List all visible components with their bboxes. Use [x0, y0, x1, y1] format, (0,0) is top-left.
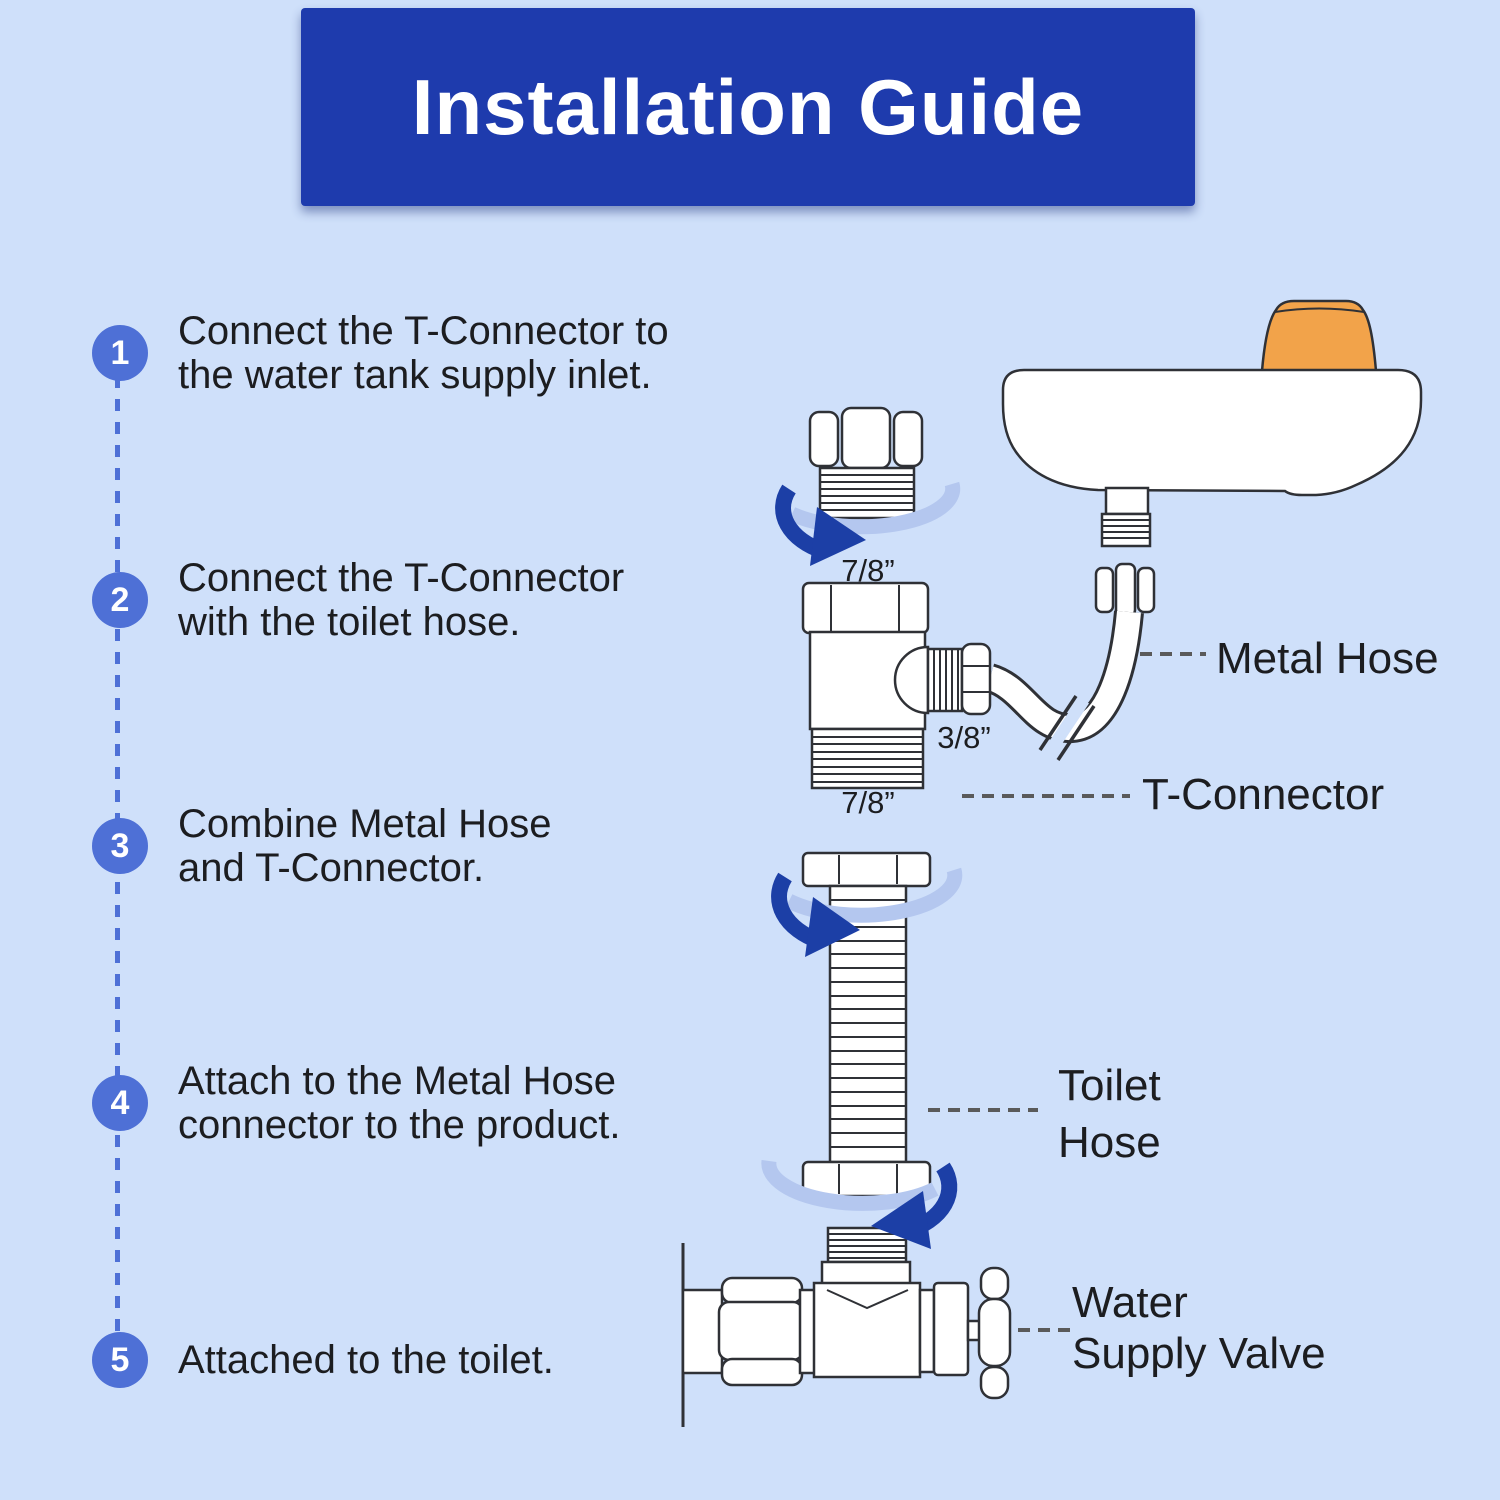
- rotate-arrow-icon: [771, 867, 963, 957]
- tank-inlet: [1104, 486, 1150, 516]
- step-3-badge: 3: [92, 818, 148, 874]
- water-tank-illustration: [1001, 299, 1423, 618]
- t-connector-side-nut: [960, 642, 992, 716]
- t-connector-side-dome: [893, 645, 930, 715]
- step-1-number: 1: [110, 333, 130, 372]
- water-valve-label-line1: Water: [1072, 1278, 1188, 1327]
- installation-diagram: 7/8” 3/8” 7/8” Metal Hose T-Connector To…: [681, 299, 1439, 1427]
- toilet-hose-label-line2: Hose: [1058, 1118, 1161, 1167]
- rotate-arrow-icon: [775, 481, 961, 566]
- water-supply-valve-illustration: [681, 1226, 1012, 1427]
- tank-inlet-threads: [1100, 512, 1152, 548]
- tank-knob: [1260, 299, 1378, 373]
- step-5-text: Attached to the toilet.: [178, 1338, 554, 1382]
- valve-top-threads: [826, 1226, 908, 1264]
- toilet-hose-label-line1: Toilet: [1058, 1061, 1161, 1110]
- step-1-text: Connect the T-Connector to the water tan…: [178, 309, 669, 397]
- step-4-badge: 4: [92, 1075, 148, 1131]
- tank-body: [1001, 368, 1423, 497]
- step-4-text: Attach to the Metal Hose connector to th…: [178, 1059, 621, 1147]
- metal-hose-illustration: [984, 610, 1144, 761]
- hose-break-marks: [1038, 695, 1096, 761]
- size-label-top: 7/8”: [841, 553, 894, 588]
- t-connector-bottom-threads: [810, 727, 925, 790]
- hose-end-nut: [808, 406, 924, 520]
- valve-handle: [977, 1266, 1012, 1400]
- valve-pipe: [681, 1288, 724, 1375]
- tank-knob-seam: [1274, 307, 1365, 313]
- step-5-number: 5: [110, 1340, 130, 1379]
- page-title: Installation Guide: [411, 62, 1085, 151]
- t-connector-illustration: [801, 581, 992, 790]
- step-3-text: Combine Metal Hose and T-Connector.: [178, 802, 552, 890]
- size-label-side: 3/8”: [937, 720, 990, 755]
- step-2-badge: 2: [92, 572, 148, 628]
- metal-hose-tank-connector: [1094, 562, 1156, 618]
- t-connector-side-threads: [926, 647, 964, 713]
- rotate-arrow-icon: [761, 1159, 958, 1249]
- valve-body-chevron: [826, 1289, 909, 1310]
- step-2-text: Connect the T-Connector with the toilet …: [178, 556, 625, 644]
- valve-left-nut: [717, 1276, 805, 1387]
- size-label-bottom: 7/8”: [841, 785, 894, 820]
- page-header: Installation Guide: [301, 8, 1195, 206]
- step-5-badge: 5: [92, 1332, 148, 1388]
- water-valve-label-line2: Supply Valve: [1072, 1329, 1326, 1378]
- t-connector-label: T-Connector: [1142, 770, 1384, 819]
- metal-hose-label: Metal Hose: [1216, 634, 1439, 683]
- valve-body: [812, 1281, 922, 1379]
- step-2-number: 2: [110, 580, 130, 619]
- step-4-number: 4: [110, 1083, 130, 1122]
- step-3-number: 3: [110, 826, 130, 865]
- hose-end-nut-threads: [818, 466, 916, 520]
- step-1-badge: 1: [92, 325, 148, 381]
